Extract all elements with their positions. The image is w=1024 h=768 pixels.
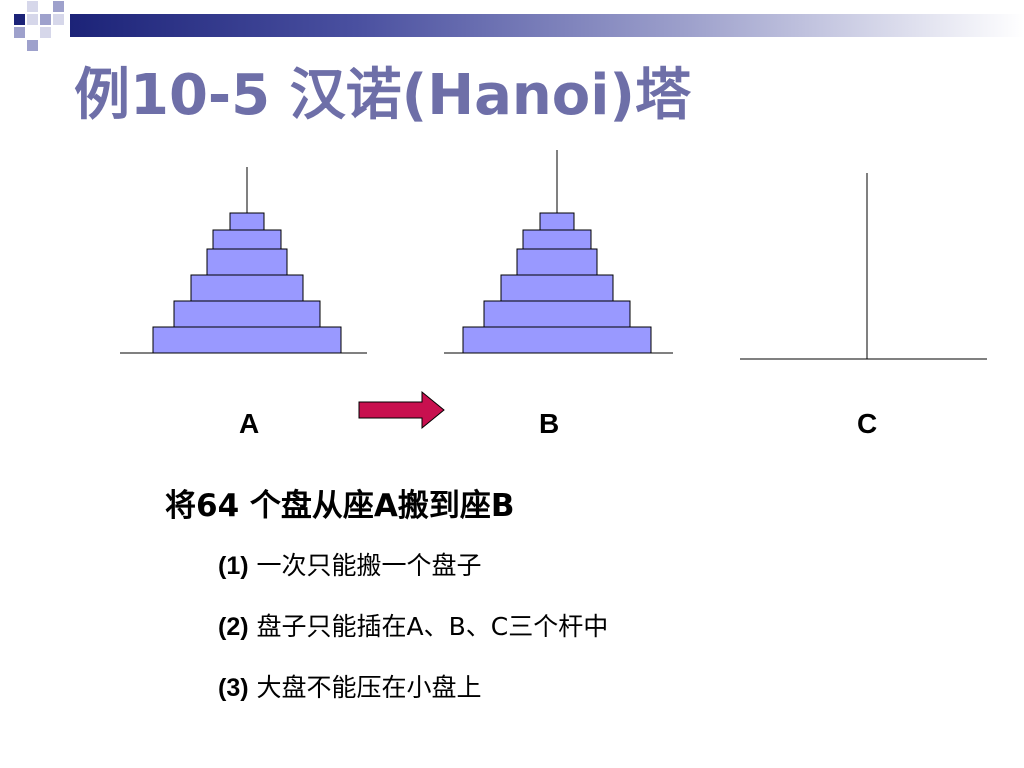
rule-text: 大盘不能压在小盘上: [256, 673, 482, 702]
rules-list: (1) 一次只能搬一个盘子 (2) 盘子只能插在A、B、C三个杆中 (3) 大盘…: [218, 548, 608, 731]
disk: [190, 274, 304, 302]
rule-text: 一次只能搬一个盘子: [256, 551, 482, 580]
disk: [152, 326, 342, 354]
disk: [462, 326, 652, 354]
disk: [522, 229, 592, 250]
rule-item: (2) 盘子只能插在A、B、C三个杆中: [218, 609, 608, 645]
corner-square: [27, 14, 38, 25]
peg-label-c: C: [857, 408, 878, 439]
corner-square: [40, 14, 51, 25]
corner-decoration: [0, 0, 80, 60]
disk: [539, 212, 575, 231]
corner-square: [40, 27, 51, 38]
peg-label-a: A: [239, 408, 260, 439]
rule-number: (1): [218, 552, 249, 580]
rule-item: (1) 一次只能搬一个盘子: [218, 548, 608, 584]
hanoi-tower-figure: [120, 150, 987, 430]
disk: [173, 300, 321, 328]
corner-square: [27, 40, 38, 51]
disk: [206, 248, 288, 276]
task-heading: 将64 个盘从座A搬到座B: [165, 488, 515, 524]
rule-number: (2): [218, 613, 249, 641]
rule-text: 盘子只能插在A、B、C三个杆中: [256, 612, 609, 641]
rule-number: (3): [218, 674, 249, 702]
move-arrow-icon: [358, 390, 445, 430]
corner-square: [14, 14, 25, 25]
disk: [483, 300, 631, 328]
peg-label-b: B: [539, 408, 560, 439]
rule-item: (3) 大盘不能压在小盘上: [218, 670, 608, 706]
peg-a: [120, 167, 367, 354]
corner-square: [53, 1, 64, 12]
disk: [500, 274, 614, 302]
disk: [212, 229, 282, 250]
peg-b: [444, 150, 673, 354]
header-gradient-bar: [70, 14, 1024, 37]
corner-square: [53, 14, 64, 25]
slide-title: 例10-5 汉诺(Hanoi)塔: [74, 63, 692, 128]
disk: [229, 212, 265, 231]
peg-c: [740, 173, 987, 360]
corner-square: [27, 1, 38, 12]
disk: [516, 248, 598, 276]
corner-square: [14, 27, 25, 38]
